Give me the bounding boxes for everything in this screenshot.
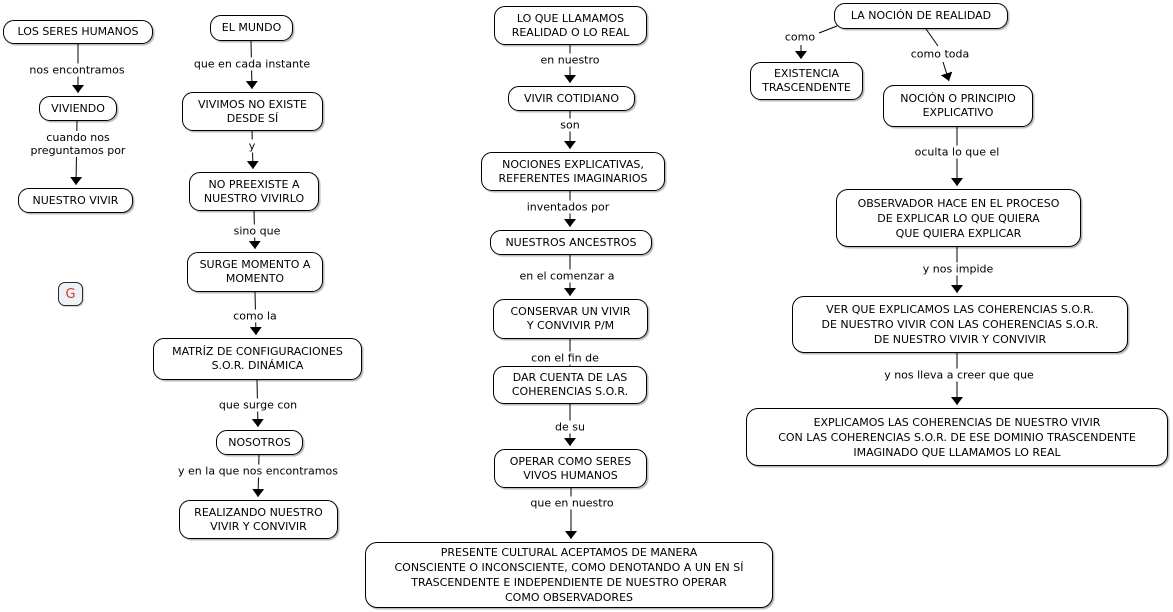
link-label-y-nos-impide[interactable]: y nos impide [919,262,997,276]
link-label-oculta-lo-que-el[interactable]: oculta lo que el [911,145,1003,159]
link-label-inventados-por[interactable]: inventados por [523,200,613,214]
node-no-preexiste[interactable]: NO PREEXISTE A NUESTRO VIVIRLO [189,172,319,211]
link-label-nos-encontramos[interactable]: nos encontramos [26,63,128,77]
node-existencia-trascendente[interactable]: EXISTENCIA TRASCENDENTE [750,62,863,100]
connector-nocion-como-stub [818,25,838,34]
node-matriz-configuraciones[interactable]: MATRÍZ DE CONFIGURACIONES S.O.R. DINÁMIC… [153,338,362,380]
annotation-badge-g[interactable]: G [58,282,83,306]
node-operar-como-seres-vivos[interactable]: OPERAR COMO SERES VIVOS HUMANOS [494,449,647,488]
node-vivimos-no-existe[interactable]: VIVIMOS NO EXISTE DESDE SÍ [182,92,323,131]
node-presente-cultural[interactable]: PRESENTE CULTURAL ACEPTAMOS DE MANERA CO… [365,542,773,608]
node-dar-cuenta-coherencias[interactable]: DAR CUENTA DE LAS COHERENCIAS S.O.R. [493,366,647,404]
connector-nocion-como-toda-stub [925,28,939,47]
link-label-y-en-la-que-nos-encontramos[interactable]: y en la que nos encontramos [175,464,341,478]
connector-como-toda-principio [940,61,953,82]
node-el-mundo[interactable]: EL MUNDO [210,15,293,41]
node-nuestros-ancestros[interactable]: NUESTROS ANCESTROS [490,230,652,255]
node-los-seres-humanos[interactable]: LOS SERES HUMANOS [3,20,153,44]
node-vivir-cotidiano[interactable]: VIVIR COTIDIANO [508,86,635,111]
link-label-son[interactable]: son [557,118,583,132]
node-nociones-explicativas[interactable]: NOCIONES EXPLICATIVAS, REFERENTES IMAGIN… [481,152,665,191]
link-label-y-nos-lleva-a-creer[interactable]: y nos lleva a creer que que [881,368,1037,382]
link-label-con-el-fin-de[interactable]: con el fin de [528,351,602,365]
link-label-como-la[interactable]: como la [230,309,280,323]
link-label-en-nuestro[interactable]: en nuestro [537,53,603,67]
node-observador-hace-proceso[interactable]: OBSERVADOR HACE EN EL PROCESO DE EXPLICA… [836,189,1081,247]
node-nuestro-vivir[interactable]: NUESTRO VIVIR [18,188,133,213]
link-label-de-su[interactable]: de su [552,420,588,434]
node-conservar-un-vivir[interactable]: CONSERVAR UN VIVIR Y CONVIVIR P/M [493,299,648,339]
link-label-en-el-comenzar-a[interactable]: en el comenzar a [516,269,618,283]
node-realizando-nuestro-vivir[interactable]: REALIZANDO NUESTRO VIVIR Y CONVIVIR [179,500,338,539]
node-ver-que-explicamos[interactable]: VER QUE EXPLICAMOS LAS COHERENCIAS S.O.R… [792,296,1128,353]
link-label-como-toda[interactable]: como toda [907,47,973,61]
node-viviendo[interactable]: VIVIENDO [39,96,117,121]
link-label-y[interactable]: y [245,139,259,153]
node-nocion-o-principio[interactable]: NOCIÓN O PRINCIPIO EXPLICATIVO [883,85,1033,127]
node-surge-momento[interactable]: SURGE MOMENTO A MOMENTO [187,252,323,292]
link-label-que-surge-con[interactable]: que surge con [215,398,301,412]
node-explicamos-coherencias[interactable]: EXPLICAMOS LAS COHERENCIAS DE NUESTRO VI… [746,408,1168,466]
node-la-nocion-de-realidad[interactable]: LA NOCIÓN DE REALIDAD [834,3,1008,29]
link-label-como[interactable]: como [781,30,819,44]
node-nosotros[interactable]: NOSOTROS [216,430,303,455]
link-label-sino-que[interactable]: sino que [230,224,284,238]
node-lo-que-llamamos-realidad[interactable]: LO QUE LLAMAMOS REALIDAD O LO REAL [494,6,647,45]
link-label-que-en-nuestro[interactable]: que en nuestro [527,496,617,510]
link-label-que-en-cada-instante[interactable]: que en cada instante [190,57,314,71]
link-label-cuando-nos-preguntamos[interactable]: cuando nos preguntamos por [27,131,129,157]
